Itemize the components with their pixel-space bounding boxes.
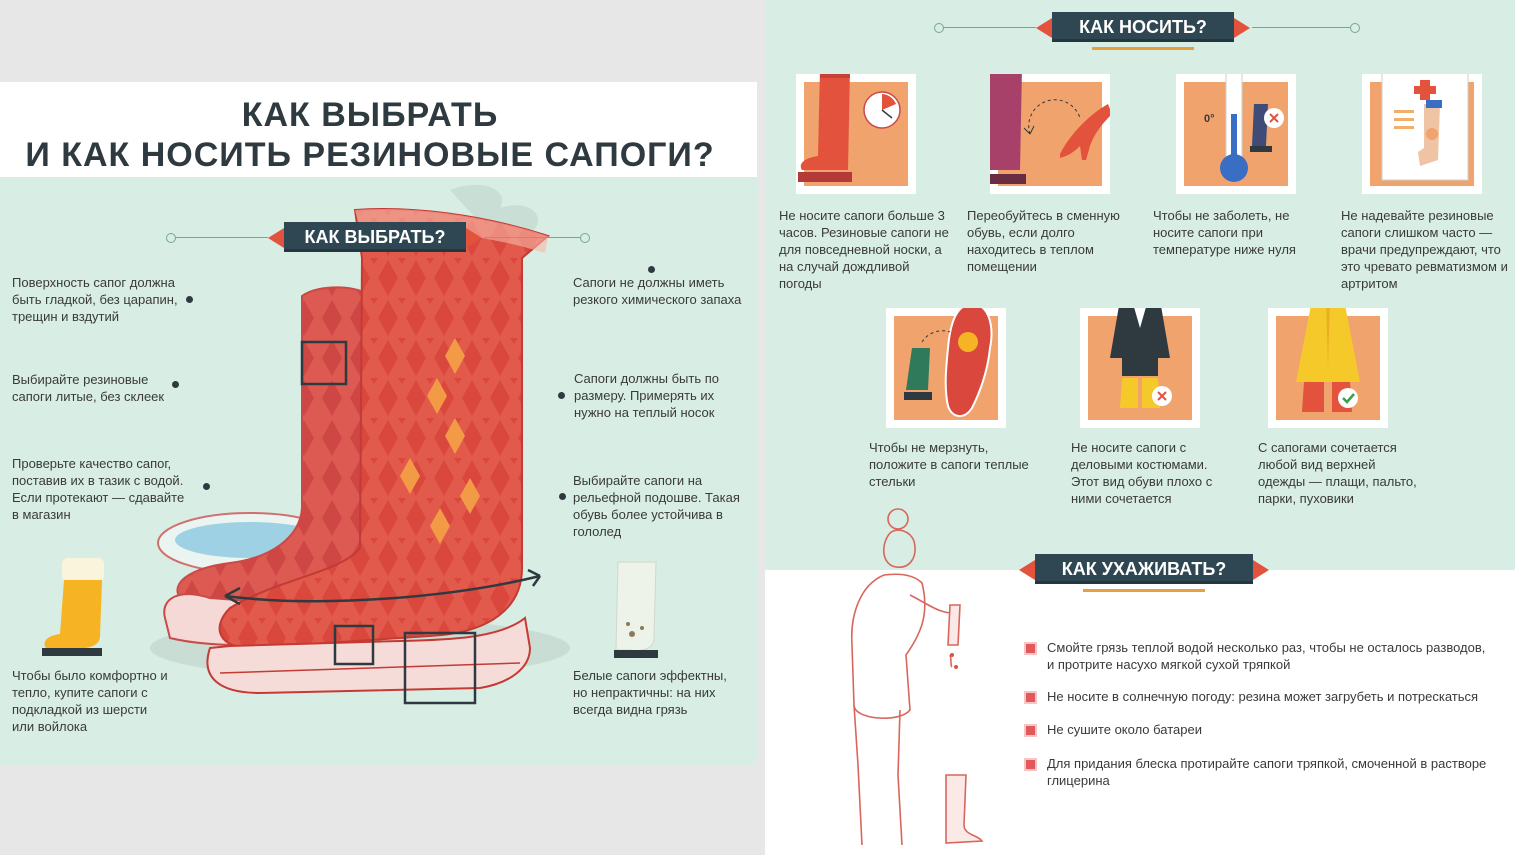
wear-tip: Не надевайте резиновые сапоги слишком ча…: [1341, 208, 1508, 291]
wear-tip: Чтобы не мерзнуть, положите в сапоги теп…: [869, 440, 1029, 489]
white-boot-icon: [614, 561, 658, 658]
wear-tip: Не носите сапоги с деловыми костюмами. Э…: [1071, 440, 1213, 506]
wear-card-doctor: [1362, 74, 1482, 194]
pointer-dot: [558, 392, 565, 399]
wear-card-time: [796, 74, 916, 194]
yellow-boot-icon: [42, 558, 104, 656]
choose-tip: Поверхность сапог должна быть гладкой, б…: [12, 275, 178, 324]
care-bullet: [1024, 691, 1037, 704]
choose-tip: Белые сапоги эффектны, но непрактичны: н…: [573, 668, 727, 717]
thermo-zero-label: 0°: [1204, 113, 1215, 125]
care-panel: [765, 570, 1515, 855]
wear-tip: Не носите сапоги больше 3 часов. Резинов…: [779, 208, 949, 291]
pointer-dot: [186, 296, 193, 303]
wear-tip: Чтобы не заболеть, не носите сапоги при …: [1153, 208, 1296, 257]
wear-card-insoles: [886, 308, 1006, 428]
insole-icon: [904, 308, 993, 417]
woman-cleaning-boot-illustration: [850, 508, 984, 846]
choose-tip: Сапоги не должны иметь резкого химическо…: [573, 275, 742, 307]
pointer-dot: [648, 266, 655, 273]
title-line-1: КАК ВЫБРАТЬ: [241, 96, 499, 134]
care-section-title: КАК УХАЖИВАТЬ?: [1035, 554, 1253, 584]
pointer-dot: [172, 381, 179, 388]
care-bullet: [1024, 642, 1037, 655]
care-tip: Не носите в солнечную погоду: резина мож…: [1047, 689, 1479, 704]
boots-illustration: [150, 184, 570, 705]
pointer-dot: [203, 483, 210, 490]
choose-tip: Выбирайте сапоги на рельефной подошве. Т…: [573, 473, 740, 539]
wear-card-suit: [1080, 308, 1200, 428]
care-section-header: КАК УХАЖИВАТЬ?: [1019, 554, 1269, 592]
wear-card-outerwear: [1268, 308, 1388, 428]
choose-tip: Выбирайте резиновые сапоги литые, без ск…: [12, 372, 165, 404]
choose-tip: Проверьте качество сапог, поставив их в …: [12, 456, 185, 522]
choose-tip: Чтобы было комфортно и тепло, купите сап…: [12, 668, 168, 734]
thermometer-icon: [1220, 74, 1284, 182]
wear-card-cold: 0°: [1176, 74, 1296, 194]
title-line-2: И КАК НОСИТЬ РЕЗИНОВЫЕ САПОГИ?: [25, 136, 715, 174]
page-title: КАК ВЫБРАТЬ И КАК НОСИТЬ РЕЗИНОВЫЕ САПОГ…: [20, 95, 720, 175]
care-bullet: [1024, 758, 1037, 771]
red-boot-clock-icon: [798, 74, 901, 182]
care-tip: Не сушите около батареи: [1047, 722, 1203, 737]
choose-section-title: КАК ВЫБРАТЬ?: [284, 222, 466, 252]
wear-tip: Переобуйтесь в сменную обувь, если долго…: [967, 208, 1120, 274]
suit-boots-icon: [1110, 308, 1172, 408]
wear-section-header: КАК НОСИТЬ?: [1036, 12, 1250, 50]
raincoat-boots-icon: [1296, 308, 1360, 412]
title-bar: [0, 82, 757, 177]
choose-tip: Сапоги должны быть по размеру. Примерять…: [574, 371, 719, 420]
choose-section-header: КАК ВЫБРАТЬ?: [268, 222, 482, 252]
wear-tip: С сапогами сочетается любой вид верхней …: [1258, 440, 1417, 506]
pointer-dot: [559, 493, 566, 500]
wear-card-change-shoes: [990, 74, 1110, 194]
care-tip: Смойте грязь теплой водой несколько раз,…: [1047, 640, 1486, 672]
care-bullet: [1024, 724, 1037, 737]
wear-section-title: КАК НОСИТЬ?: [1052, 12, 1234, 42]
medical-sheet-icon: [1381, 74, 1469, 181]
boot-to-heel-icon: [990, 74, 1110, 184]
care-tip: Для придания блеска протирайте сапоги тр…: [1047, 756, 1487, 788]
